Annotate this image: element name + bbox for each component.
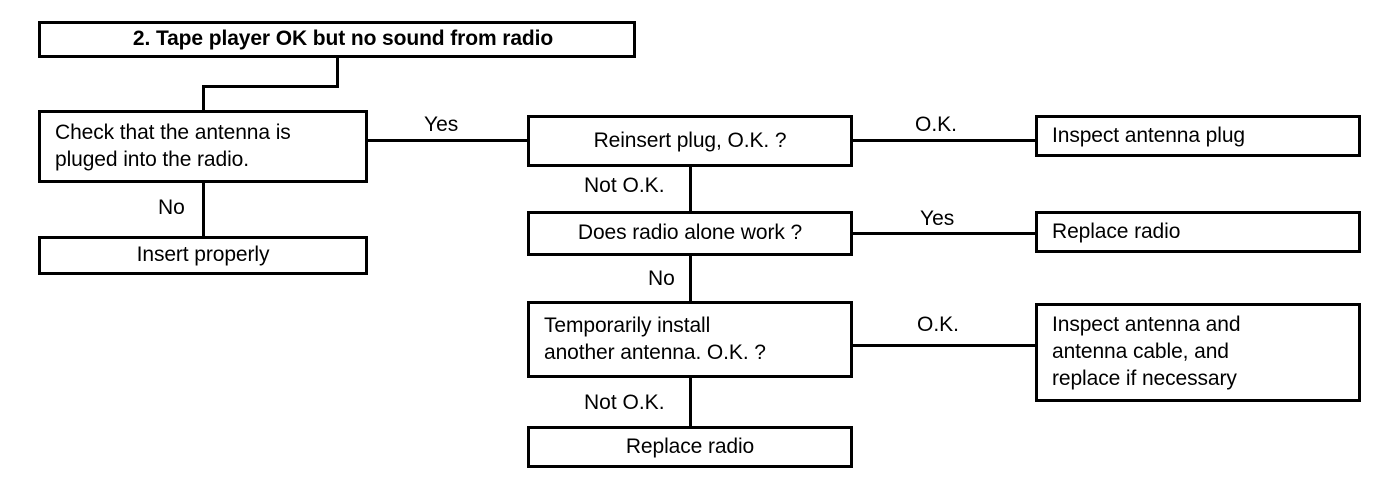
node-inspect-antenna-plug-text: Inspect antenna plug — [1052, 123, 1245, 147]
connector-reinsert-not-ok — [689, 164, 692, 214]
connector-radio-no — [689, 253, 692, 303]
connector-temp-ok — [851, 344, 1037, 347]
node-inspect-antenna-cable-line2: antenna cable, and — [1052, 340, 1229, 364]
node-replace-radio-top: Replace radio — [1035, 211, 1361, 253]
connector-title-into-check — [202, 85, 205, 112]
node-temporarily-install-antenna: Temporarily install another antenna. O.K… — [527, 301, 853, 378]
node-replace-radio-bottom-text: Replace radio — [625, 434, 755, 458]
node-replace-radio-bottom: Replace radio — [527, 426, 853, 468]
node-insert-properly: Insert properly — [38, 236, 368, 275]
node-insert-properly-text: Insert properly — [136, 243, 270, 267]
connector-title-down — [336, 58, 339, 88]
connector-temp-not-ok — [689, 375, 692, 428]
node-inspect-antenna-cable: Inspect antenna and antenna cable, and r… — [1035, 303, 1361, 402]
connector-title-across — [202, 85, 339, 88]
edge-label-temp-not-ok: Not O.K. — [584, 391, 665, 414]
edge-label-radio-no: No — [648, 267, 675, 290]
connector-radio-yes — [851, 232, 1037, 235]
edge-label-check-yes: Yes — [424, 113, 459, 136]
node-title-text: 2. Tape player OK but no sound from radi… — [132, 27, 554, 51]
node-reinsert-plug: Reinsert plug, O.K. ? — [527, 115, 853, 167]
connector-reinsert-ok — [851, 139, 1037, 142]
node-inspect-antenna-plug: Inspect antenna plug — [1035, 115, 1361, 157]
node-inspect-antenna-cable-line1: Inspect antenna and — [1052, 313, 1241, 337]
node-temporarily-install-line1: Temporarily install — [544, 313, 711, 337]
edge-label-radio-yes: Yes — [920, 207, 955, 230]
edge-label-reinsert-ok: O.K. — [915, 113, 958, 136]
node-does-radio-alone-work: Does radio alone work ? — [527, 211, 853, 256]
node-inspect-antenna-cable-line3: replace if necessary — [1052, 366, 1237, 390]
connector-check-no — [202, 180, 205, 238]
connector-check-yes — [366, 139, 529, 142]
node-reinsert-plug-text: Reinsert plug, O.K. ? — [593, 128, 787, 152]
edge-label-check-no: No — [158, 196, 185, 219]
edge-label-reinsert-not-ok: Not O.K. — [584, 174, 665, 197]
node-check-antenna: Check that the antenna is pluged into th… — [38, 110, 368, 183]
node-check-antenna-line2: pluged into the radio. — [55, 147, 249, 171]
node-title-tape-player: 2. Tape player OK but no sound from radi… — [38, 21, 636, 58]
edge-label-temp-ok: O.K. — [917, 313, 960, 336]
node-temporarily-install-line2: another antenna. O.K. ? — [544, 340, 766, 364]
node-check-antenna-line1: Check that the antenna is — [55, 120, 291, 144]
node-does-radio-alone-work-text: Does radio alone work ? — [577, 221, 803, 245]
node-replace-radio-top-text: Replace radio — [1052, 219, 1181, 243]
